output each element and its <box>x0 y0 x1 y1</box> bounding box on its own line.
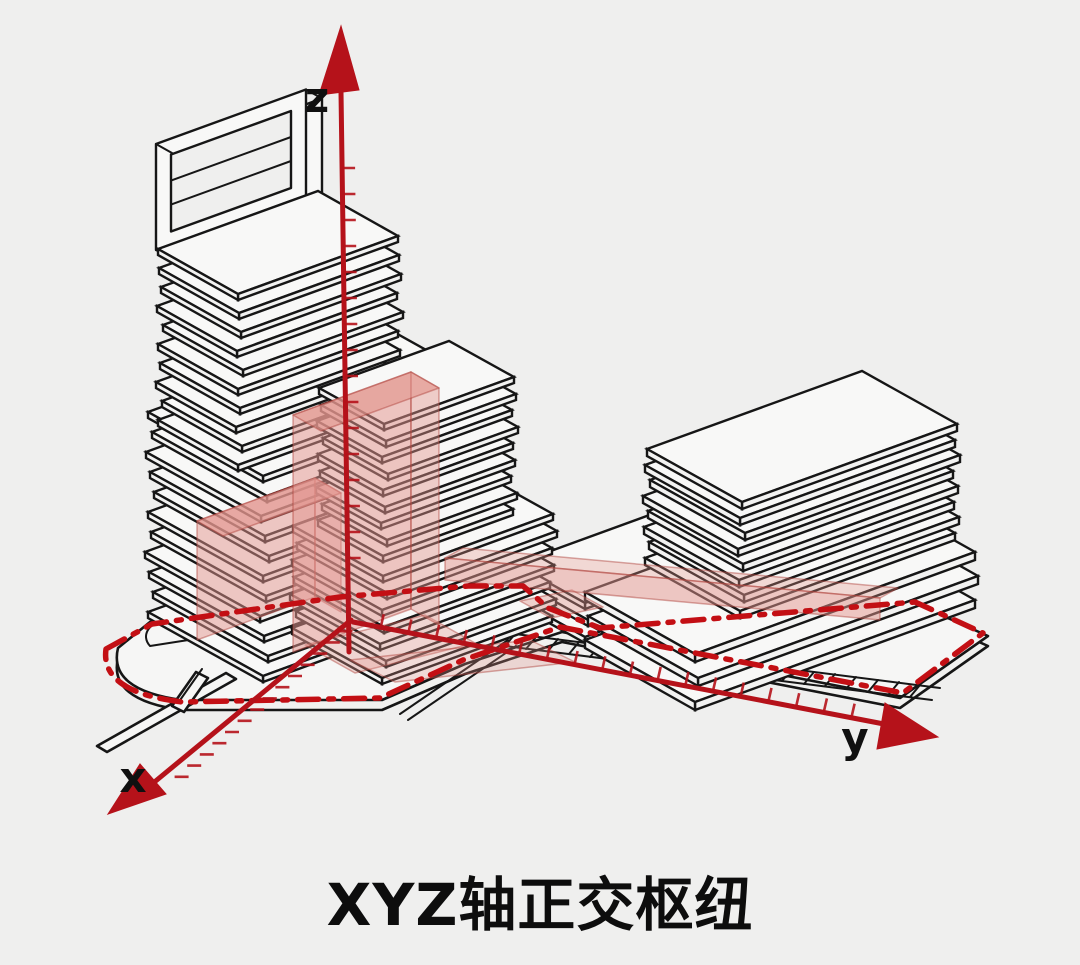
red-volumes <box>196 371 899 683</box>
x-axis <box>106 617 354 815</box>
z-axis <box>318 24 361 655</box>
buildings <box>143 88 980 712</box>
tower-crown <box>154 88 324 261</box>
x-axis-ticks <box>174 629 353 779</box>
y-axis <box>350 614 940 750</box>
x-axis-line <box>149 617 354 787</box>
red-volume-beam <box>444 547 899 621</box>
y-axis-line <box>350 619 887 727</box>
y-axis-label: y <box>841 713 868 762</box>
tall-tower <box>143 88 506 684</box>
z-axis-label: z <box>305 73 329 122</box>
red-volume-core <box>292 371 440 653</box>
y-axis-arrowhead <box>876 702 940 750</box>
red-ground-patch <box>519 589 604 619</box>
site-boundary <box>102 583 986 705</box>
x-axis-label: x <box>119 753 146 802</box>
x-axis-arrowhead <box>106 763 167 815</box>
z-axis-ticks <box>342 166 361 560</box>
axon-diagram: z x y <box>95 24 990 815</box>
y-axis-ticks <box>379 614 856 717</box>
z-axis-arrowhead <box>318 24 360 96</box>
diagram-caption: XYZ轴正交枢纽 <box>326 871 754 939</box>
